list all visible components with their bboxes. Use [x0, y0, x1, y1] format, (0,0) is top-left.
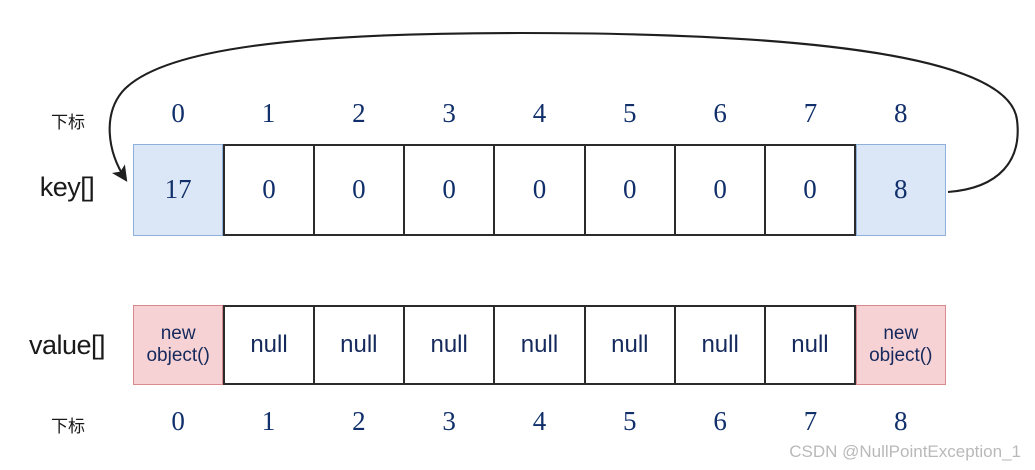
value-cell-2-value: null: [340, 331, 378, 359]
index-label-bottom-3: 3: [442, 406, 456, 436]
value-cell-8-line2: object(): [869, 345, 933, 366]
key-cell-0: 17: [133, 144, 224, 236]
key-cell-8-value: 8: [894, 174, 908, 205]
value-array-label: value[]: [28, 330, 106, 360]
index-label-5: 5: [623, 98, 637, 128]
key-cell-4-value: 0: [532, 174, 547, 205]
value-cell-8-line1: new: [883, 322, 919, 344]
value-cell-4-value: null: [520, 331, 559, 359]
key-cell-7-value: 0: [803, 174, 817, 205]
value-cell-4: null: [494, 305, 585, 385]
index-label-bottom-0: 0: [171, 406, 185, 436]
index-label-bottom-7: 7: [803, 406, 818, 436]
value-cell-7: null: [765, 305, 856, 385]
index-label-2: 2: [352, 98, 366, 128]
value-cell-7-value: null: [791, 331, 829, 359]
index-label-1: 1: [261, 98, 276, 128]
key-cell-3-value: 0: [442, 174, 456, 205]
index-label-bottom-8: 8: [894, 406, 908, 436]
key-cell-1-value: 0: [262, 174, 276, 205]
index-label-4: 4: [532, 98, 547, 128]
value-cell-2: null: [313, 305, 404, 385]
key-cell-6: 0: [674, 144, 766, 236]
index-label-0: 0: [171, 98, 185, 128]
index-label-bottom-1: 1: [261, 406, 276, 436]
index-row-bottom: 0 1 2 3 4 5 6 7 8: [133, 406, 946, 437]
key-cell-2: 0: [313, 144, 404, 236]
index-label-8: 8: [894, 98, 908, 128]
key-cell-6-value: 0: [713, 174, 727, 205]
value-cell-3: null: [403, 305, 495, 385]
index-label-top: 下标: [51, 113, 85, 132]
value-cell-6-value: null: [701, 331, 739, 359]
value-cell-5-value: null: [611, 331, 649, 359]
index-label-bottom-4: 4: [532, 406, 547, 436]
index-label-bottom-6: 6: [713, 406, 727, 436]
value-cell-6: null: [674, 305, 766, 385]
key-cell-1: 0: [223, 144, 314, 236]
index-label-bottom-5: 5: [623, 406, 637, 436]
key-cell-7: 0: [765, 144, 856, 236]
key-array-row: 17 0 0 0 0 0 0 0 8: [133, 144, 946, 236]
key-cell-3: 0: [403, 144, 495, 236]
key-array-label: key[]: [39, 172, 95, 202]
key-cell-5-value: 0: [623, 174, 637, 205]
value-cell-1: null: [223, 305, 314, 385]
watermark: CSDN @NullPointException_1: [789, 442, 1021, 461]
key-cell-0-value: 17: [164, 174, 192, 205]
value-cell-0-line1: new: [160, 322, 196, 344]
value-cell-3-value: null: [430, 331, 468, 359]
index-label-7: 7: [803, 98, 818, 128]
index-label-bottom: 下标: [51, 417, 85, 436]
value-cell-1-value: null: [250, 331, 288, 359]
index-label-3: 3: [442, 98, 456, 128]
index-label-6: 6: [713, 98, 727, 128]
key-cell-5: 0: [584, 144, 675, 236]
index-label-bottom-2: 2: [352, 406, 366, 436]
value-cell-0-line2: object(): [146, 345, 210, 366]
value-cell-5: null: [584, 305, 675, 385]
key-cell-8: 8: [855, 144, 946, 236]
key-cell-4: 0: [494, 144, 585, 236]
index-row-top: 0 1 2 3 4 5 6 7 8: [133, 98, 946, 129]
key-cell-2-value: 0: [352, 174, 366, 205]
